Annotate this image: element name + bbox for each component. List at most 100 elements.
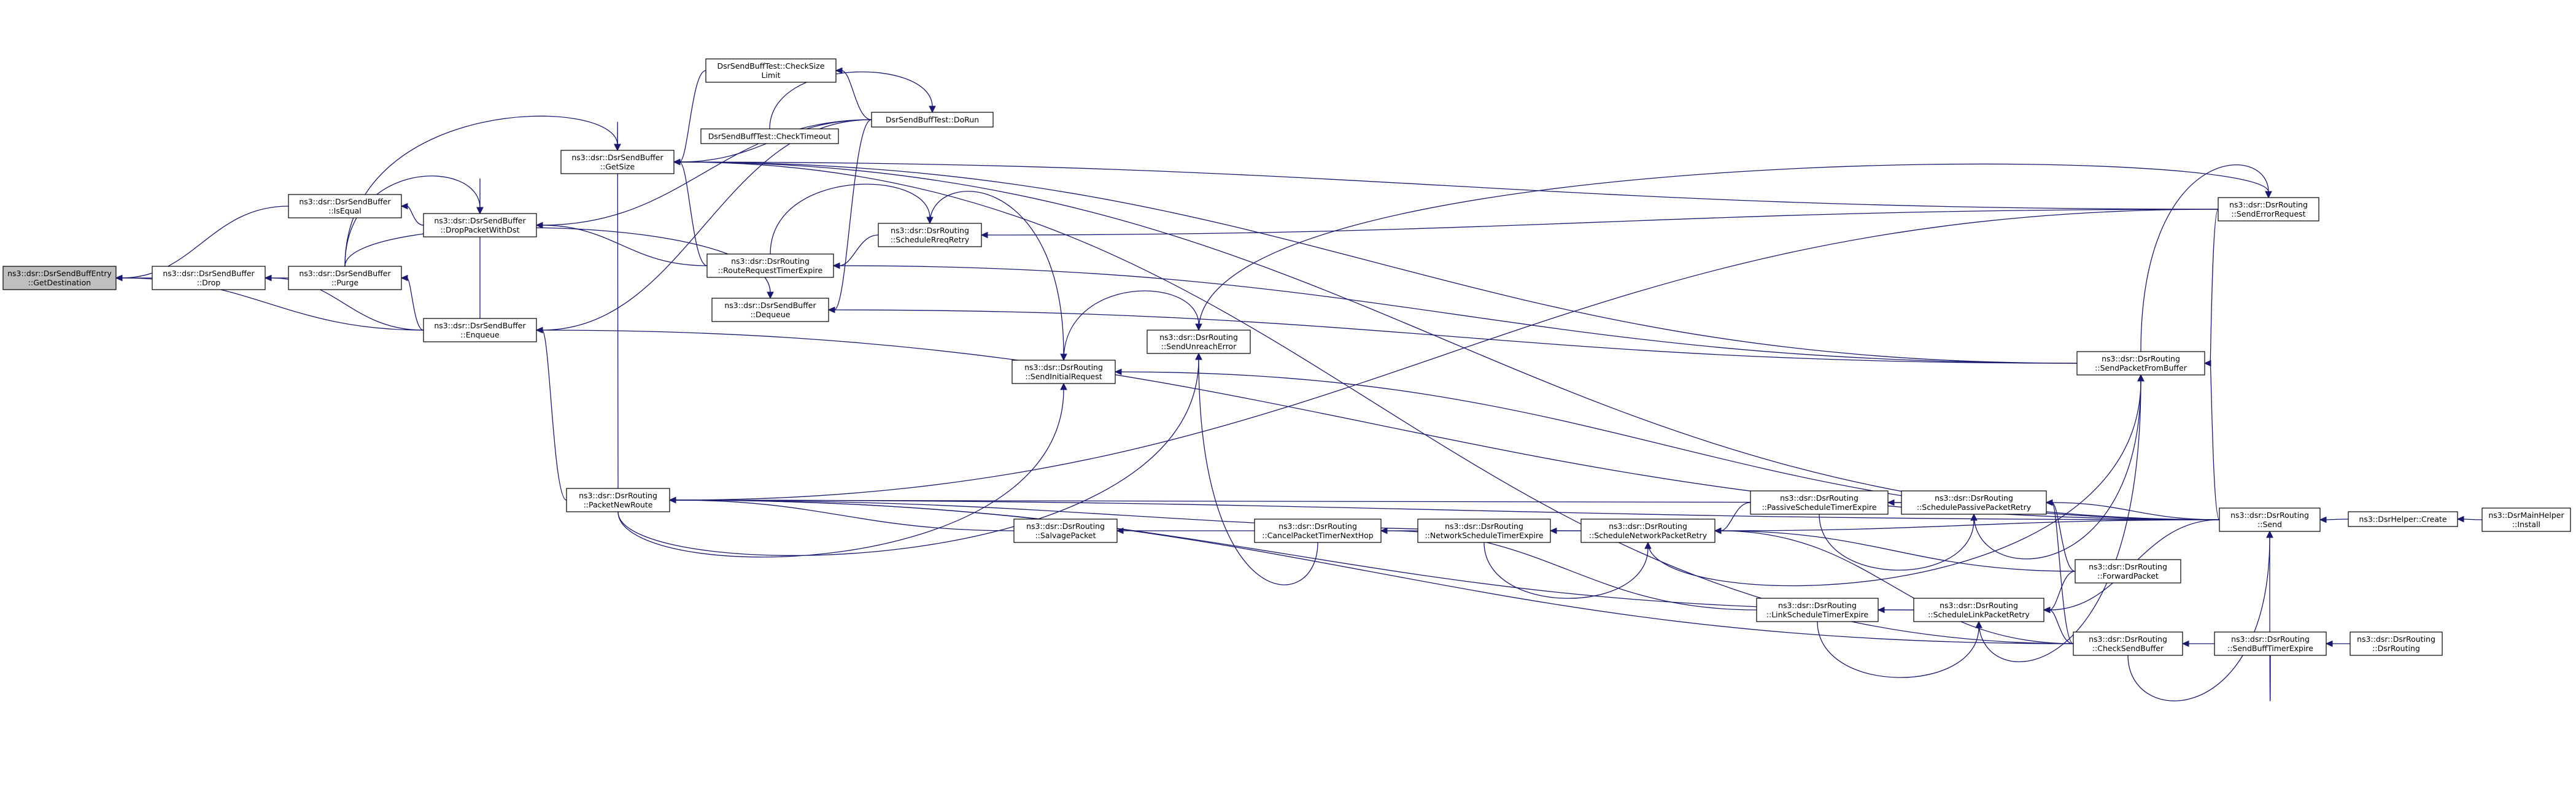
edge-checksend-to-schedpass [2051,502,2074,644]
graph-node-sendbufftimer[interactable]: ns3::dsr::DsrRouting::SendBuffTimerExpir… [2214,631,2327,656]
graph-node-dsrrouting[interactable]: ns3::dsr::DsrRouting::DsrRouting [2350,631,2443,656]
graph-node-getdest[interactable]: ns3::dsr::DsrSendBuffEntry::GetDestinati… [2,266,117,290]
node-label-line: ns3::dsr::DsrRouting [579,491,657,500]
graph-node-schednet[interactable]: ns3::dsr::DsrRouting::ScheduleNetworkPac… [1580,519,1715,543]
node-box [1011,360,1116,384]
node-box [2214,631,2327,656]
graph-node-enqueue[interactable]: ns3::dsr::DsrSendBuffer::Enqueue [423,318,537,342]
graph-node-passsched[interactable]: ns3::dsr::DsrRouting::PassiveScheduleTim… [1750,490,1889,515]
graph-node-salvage[interactable]: ns3::dsr::DsrRouting::SalvagePacket [1013,519,1118,543]
arrowhead [929,106,936,114]
edge-sendfrombuf-to-senderrreq [2140,164,2269,352]
arrowhead [827,306,835,314]
graph-node-linksched[interactable]: ns3::dsr::DsrRouting::LinkScheduleTimerE… [1756,598,1879,622]
node-box [705,58,837,83]
graph-node-pktnewroute[interactable]: ns3::dsr::DsrRouting::PacketNewRoute [566,488,670,512]
node-box [1417,519,1551,543]
node-label-line: ns3::dsr::DsrRouting [2089,562,2167,571]
graph-node-dorun[interactable]: DsrSendBuffTest::DoRun [871,112,994,128]
node-label-line: ::SendPacketFromBuffer [2095,363,2187,372]
graph-node-sendfrombuf[interactable]: ns3::dsr::DsrRouting::SendPacketFromBuff… [2076,351,2205,376]
arrowhead [2266,530,2273,538]
arrowhead [400,202,408,210]
node-label-line: ::ForwardPacket [2097,571,2159,580]
node-label-line: ns3::dsr::DsrSendBuffEntry [7,269,112,278]
edge-droppkt-to-isequal [406,206,424,226]
graph-node-mainhelper[interactable]: ns3::DsrMainHelper::Install [2481,507,2571,532]
graph-node-checksend[interactable]: ns3::dsr::DsrRouting::CheckSendBuffer [2073,631,2183,656]
graph-node-helpercreate[interactable]: ns3::DsrHelper::Create [2348,511,2458,527]
edge-send-to-schednet [1720,519,2220,531]
node-box [2,266,117,290]
edge-schedpass-to-pktnewroute [675,499,1902,503]
graph-node-forward[interactable]: ns3::dsr::DsrRouting::ForwardPacket [2075,559,2181,584]
node-label-line: Limit [762,71,781,80]
edge-senderrreq-to-sendfrombuf [2210,209,2219,364]
edge-schedlink-to-sendfrombuf [1978,380,2141,663]
graph-node-schedreq[interactable]: ns3::dsr::DsrRouting::ScheduleRreqRetry [878,223,982,247]
node-label-line: ns3::dsr::DsrRouting [2102,354,2180,363]
node-label-line: ns3::dsr::DsrRouting [1609,522,1687,531]
arrowhead [1887,499,1895,506]
node-label-line: ns3::dsr::DsrSendBuffer [299,269,391,278]
graph-node-isequal[interactable]: ns3::dsr::DsrSendBuffer::IsEqual [288,194,402,218]
node-label-line: ns3::dsr::DsrRouting [1445,522,1523,531]
arrowhead [673,158,681,166]
node-label-line: ns3::dsr::DsrRouting [2089,634,2167,644]
edge-schedreq-to-sendinit [929,191,1064,355]
node-label-line: ::SendInitialRequest [1025,372,1102,381]
graph-node-getsize[interactable]: ns3::dsr::DsrSendBuffer::GetSize [560,150,675,174]
graph-node-schedpass[interactable]: ns3::dsr::DsrRouting::SchedulePassivePac… [1901,490,2047,515]
graph-node-checktimeout[interactable]: DsrSendBuffTest::CheckTimeout [700,128,839,144]
node-label-line: ::IsEqual [328,206,362,215]
graph-node-droppkt[interactable]: ns3::dsr::DsrSendBuffer::DropPacketWithD… [423,213,537,237]
node-label-line: DsrSendBuffTest::CheckTimeout [708,132,832,141]
node-label-line: DsrSendBuffTest::CheckSize [717,61,824,71]
node-label-line: ::SendErrorRequest [2231,209,2305,218]
node-label-line: ::ScheduleLinkPacketRetry [1928,610,2030,619]
node-label-line: ::SchedulePassivePacketRetry [1917,503,2032,512]
graph-node-purge[interactable]: ns3::dsr::DsrSendBuffer::Purge [288,266,402,290]
graph-node-dequeue[interactable]: ns3::dsr::DsrSendBuffer::Dequeue [711,298,829,322]
arrowhead [264,274,272,282]
graph-node-sendunreach[interactable]: ns3::dsr::DsrRouting::SendUnreachError [1147,330,1251,354]
arrowhead [535,222,543,229]
edge-routereq-to-schedreq [770,183,930,255]
edge-schednet-to-sendfrombuf [1647,380,2141,587]
arrowhead [2045,499,2053,506]
graph-node-cancelpkt[interactable]: ns3::dsr::DsrRouting::CancelPacketTimerN… [1254,519,1382,543]
edge-dorun-to-droppkt [541,119,872,226]
node-box [423,213,537,237]
node-box [560,150,675,174]
node-label-line: ::RouteRequestTimerExpire [718,266,823,275]
graph-node-senderrreq[interactable]: ns3::dsr::DsrRouting::SendErrorRequest [2218,197,2319,222]
node-label-line: ns3::dsr::DsrRouting [2357,634,2435,644]
node-label-line: ns3::dsr::DsrRouting [1780,493,1859,503]
node-box [288,194,402,218]
node-box [2075,559,2181,584]
node-label-line: DsrSendBuffTest::DoRun [886,115,979,125]
edge-schedreq-to-routereq [838,234,879,266]
node-label-line: ns3::dsr::DsrSendBuffer [163,269,255,278]
graph-node-routereq[interactable]: ns3::dsr::DsrRouting::RouteRequestTimerE… [706,253,834,278]
edge-pktnewroute-to-sendinit [617,388,1064,558]
node-label-line: ns3::dsr::DsrSendBuffer [434,321,526,330]
graph-node-schedlink[interactable]: ns3::dsr::DsrRouting::ScheduleLinkPacket… [1913,598,2044,622]
node-box [1254,519,1382,543]
node-label-line: ns3::dsr::DsrRouting [731,256,810,266]
arrowhead [2043,606,2051,614]
node-label-line: ns3::dsr::DsrSendBuffer [434,216,526,225]
graph-node-send[interactable]: ns3::dsr::DsrRouting::Send [2219,507,2321,532]
edge-sendunreach-to-senderrreq [1198,163,2269,331]
edge-checksend-to-schedlink [2049,609,2074,644]
graph-node-netsched[interactable]: ns3::dsr::DsrRouting::NetworkScheduleTim… [1417,519,1551,543]
graph-node-sendinit[interactable]: ns3::dsr::DsrRouting::SendInitialRequest [1011,360,1116,384]
edge-routereq-to-droppkt [541,225,708,266]
arrowhead [832,262,840,269]
node-label-line: ::DsrRouting [2372,644,2420,653]
graph-node-drop[interactable]: ns3::dsr::DsrSendBuffer::Drop [152,266,266,290]
arrowhead [1060,382,1067,390]
edge-mainhelper-to-helpercreate [2462,519,2483,520]
